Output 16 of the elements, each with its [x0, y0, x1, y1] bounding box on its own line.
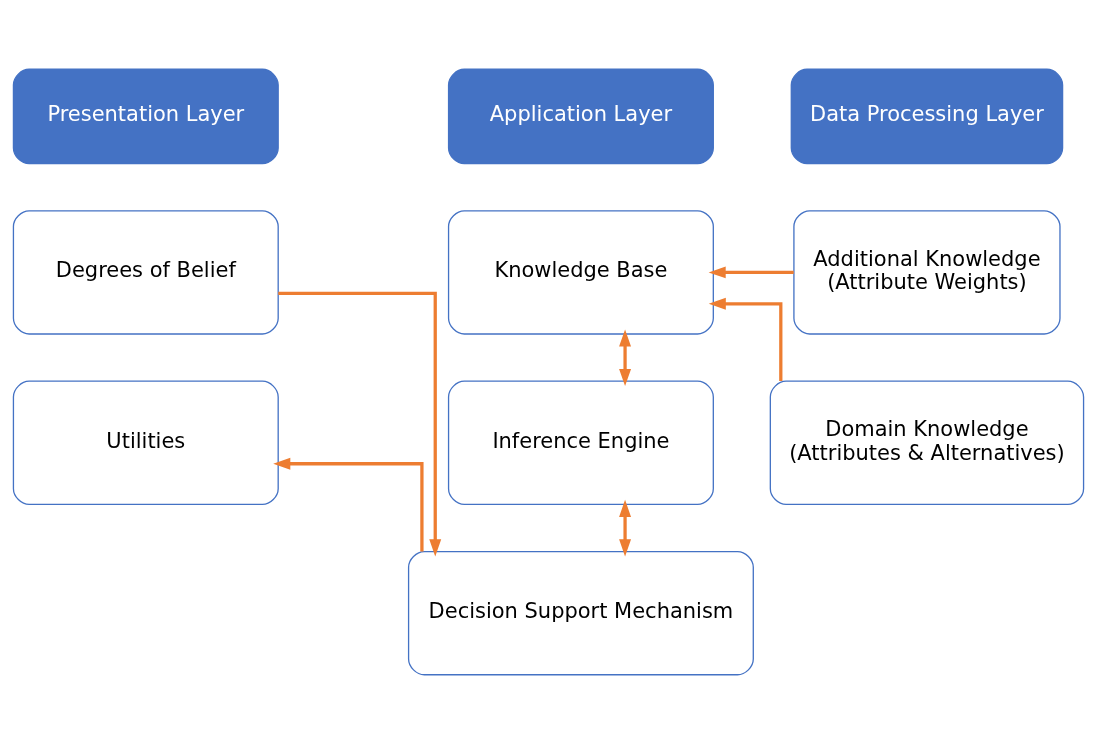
node-box: Degrees of Belief — [12, 209, 279, 335]
arrow — [708, 265, 794, 278]
arrow — [273, 457, 424, 551]
node-box: Decision Support Mechanism — [407, 550, 754, 675]
node-box: Domain Knowledge (Attributes & Alternatives) — [769, 380, 1085, 505]
arrow — [619, 499, 632, 556]
node-box: Utilities — [12, 380, 279, 505]
node-box: Knowledge Base — [447, 209, 714, 335]
arrow — [278, 291, 442, 556]
node-box: Application Layer — [447, 68, 714, 164]
node-box: Inference Engine — [447, 380, 714, 505]
node-box: Data Processing Layer — [790, 68, 1064, 164]
arrow — [708, 297, 783, 381]
node-box: Presentation Layer — [12, 68, 279, 164]
arrow — [619, 328, 632, 386]
node-box: Additional Knowledge (Attribute Weights) — [793, 209, 1061, 335]
